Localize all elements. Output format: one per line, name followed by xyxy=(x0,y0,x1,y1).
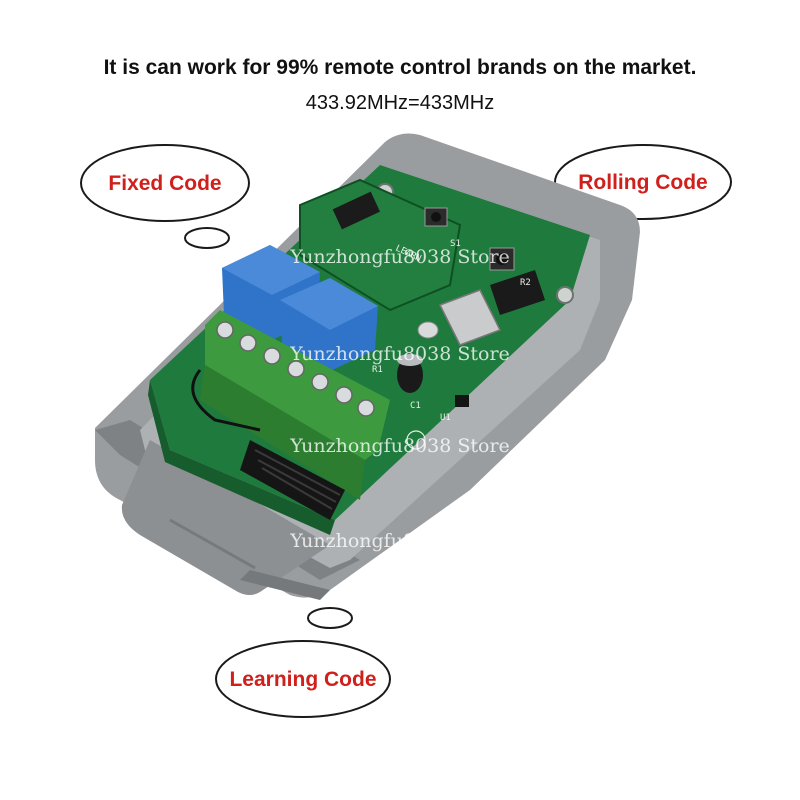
learning-code-label: Learning Code xyxy=(229,668,376,691)
learning-code-bubble: Learning Code xyxy=(215,607,391,718)
fixed-code-label: Fixed Code xyxy=(108,172,221,195)
watermark-2: Yunzhongfu8038 Store xyxy=(289,343,510,365)
relays xyxy=(222,245,378,372)
screw-right xyxy=(556,286,574,304)
fixed-code-bubble: Fixed Code xyxy=(80,144,250,249)
headline-line-1: It is can work for 99% remote control br… xyxy=(103,56,697,79)
watermark-1: Yunzhongfu8038 Store xyxy=(289,246,510,268)
u1-silkscreen: U1 xyxy=(440,413,451,423)
watermark-4: Yunzhongfu8038 Store xyxy=(289,530,510,552)
r1-silkscreen: R1 xyxy=(372,365,383,375)
rolling-code-label: Rolling Code xyxy=(578,171,708,194)
terminal-block xyxy=(200,310,390,500)
coiled-antenna xyxy=(191,369,345,520)
watermark-3: Yunzhongfu8038 Store xyxy=(289,435,510,457)
s1-silkscreen: S1 xyxy=(450,239,461,249)
headline-line-2: 433.92MHz=433MHz xyxy=(305,92,495,114)
r2-silkscreen: R2 xyxy=(520,278,531,288)
c1-silkscreen: C1 xyxy=(410,401,421,411)
